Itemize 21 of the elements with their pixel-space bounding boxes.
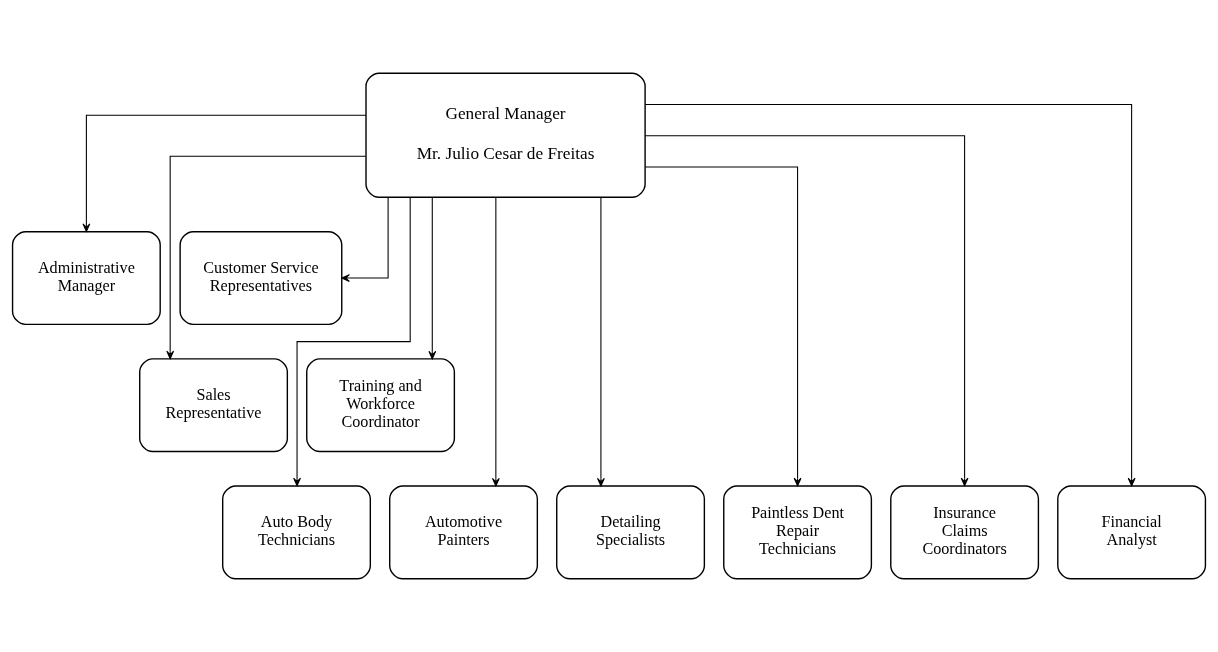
node-box: Detailing Specialists xyxy=(556,485,706,580)
node-box: Training and Workforce Coordinator xyxy=(306,358,456,453)
arrow xyxy=(293,196,411,487)
node-box: Customer Service Representatives xyxy=(179,231,343,326)
arrow xyxy=(428,197,437,360)
node-box: Insurance Claims Coordinators xyxy=(890,485,1040,580)
node-box: Financial Analyst xyxy=(1057,485,1207,580)
node-box: Auto Body Technicians xyxy=(222,485,371,580)
node-box: Paintless Dent Repair Technicians xyxy=(723,485,873,580)
arrow xyxy=(644,135,969,487)
node-box: Automotive Painters xyxy=(389,485,539,580)
node-box: General Manager Mr. Julio Cesar de Freitas xyxy=(365,72,646,198)
arrow xyxy=(597,196,605,487)
arrow xyxy=(644,104,1136,487)
arrow xyxy=(166,155,367,360)
node-box: Administrative Manager xyxy=(11,231,161,326)
arrow xyxy=(491,196,500,487)
arrow xyxy=(82,114,367,232)
arrow xyxy=(644,166,802,487)
arrow xyxy=(341,196,389,282)
node-box: Sales Representative xyxy=(139,358,289,453)
